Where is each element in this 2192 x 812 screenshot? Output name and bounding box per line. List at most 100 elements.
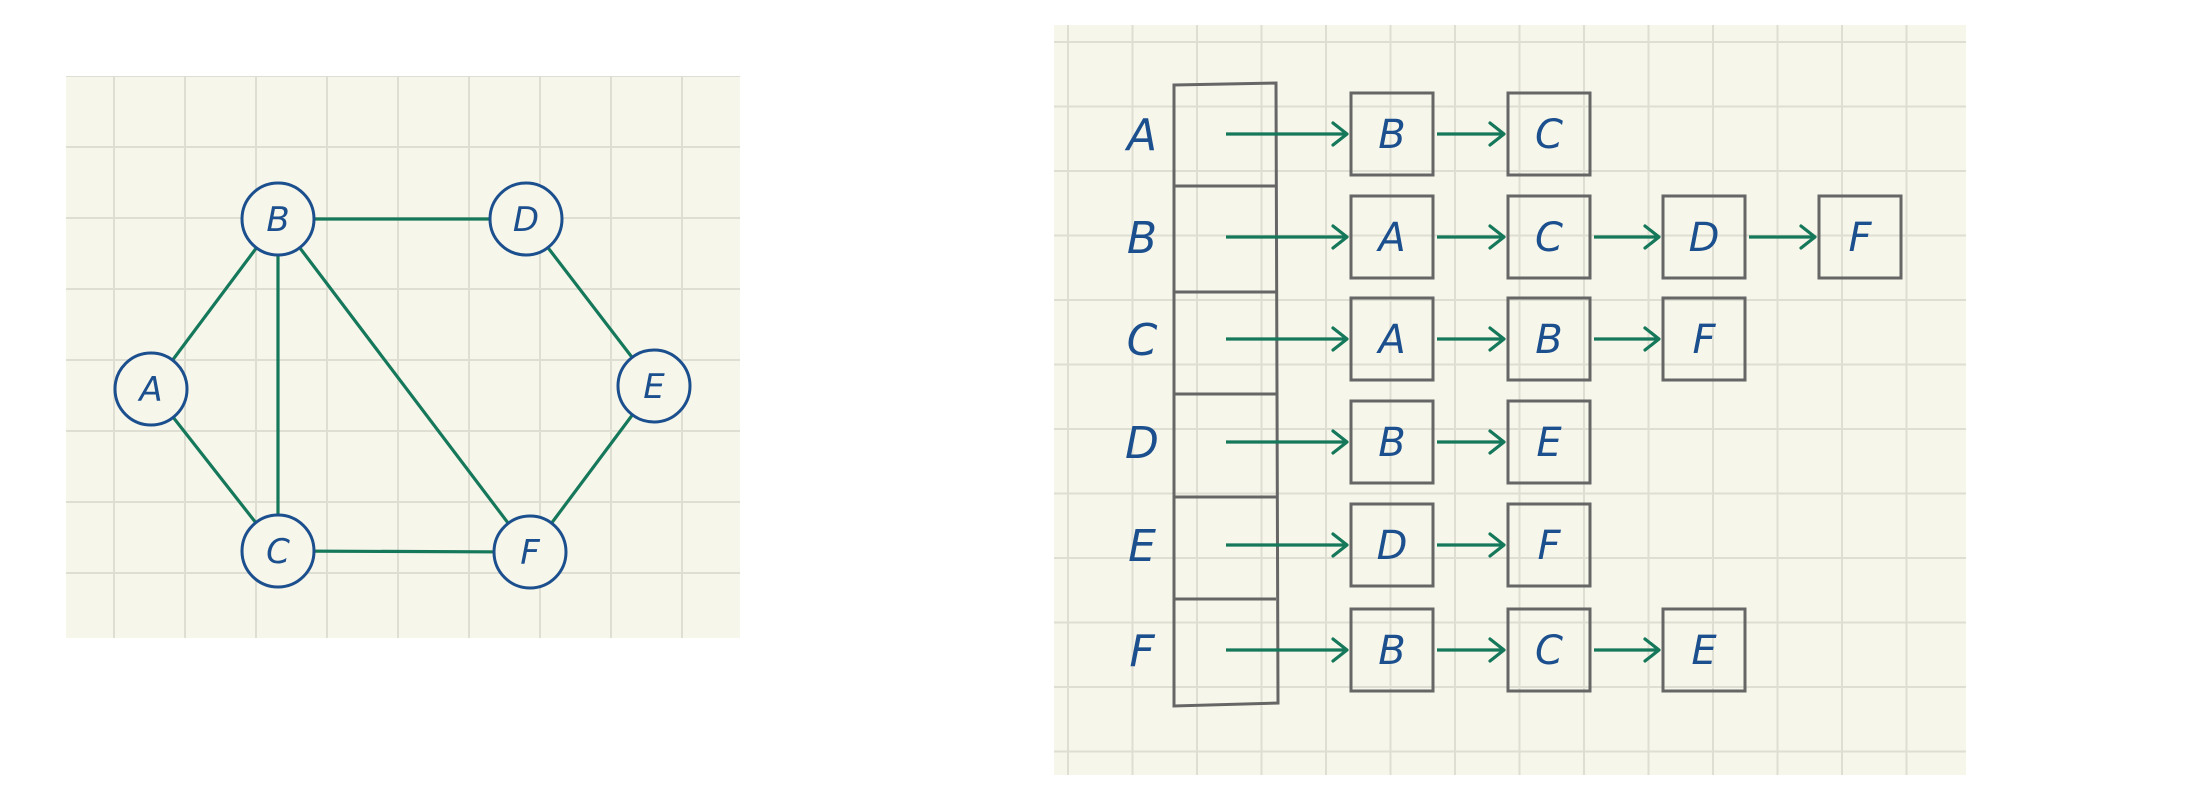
next-pointer-arrow: [1437, 326, 1506, 352]
list-node-label: B: [1378, 420, 1405, 466]
list-node-label: C: [1535, 215, 1563, 261]
next-pointer-arrow: [1749, 224, 1817, 250]
adjacency-row-A: A B C: [1124, 91, 1592, 177]
row-vertex-label: F: [1129, 626, 1155, 677]
list-node-box: [1506, 91, 1592, 177]
paper-background: [66, 76, 740, 638]
next-pointer-arrow: [1437, 224, 1506, 250]
neighbor-node-F: F: [1817, 194, 1903, 280]
neighbor-node-F: F: [1661, 296, 1747, 382]
node-label: D: [513, 200, 539, 240]
row-vertex-label: E: [1128, 521, 1156, 572]
head-array-outline: [1172, 81, 1280, 708]
list-node-label: E: [1536, 420, 1562, 466]
neighbor-node-A: A: [1349, 296, 1435, 382]
neighbor-node-C: C: [1506, 607, 1592, 693]
list-node-box: [1349, 194, 1435, 280]
list-node-label: C: [1535, 112, 1563, 158]
next-pointer-arrow: [1594, 326, 1661, 352]
node-D: D: [488, 181, 564, 257]
list-node-label: D: [1377, 523, 1408, 569]
list-node-box: [1661, 607, 1747, 693]
row-vertex-label: B: [1127, 213, 1157, 264]
next-pointer-arrow: [1437, 429, 1506, 455]
row-vertex-label: A: [1124, 110, 1157, 161]
row-vertex-label: D: [1125, 418, 1159, 469]
neighbor-node-D: D: [1661, 194, 1747, 280]
list-node-label: A: [1375, 317, 1405, 363]
node-label: F: [520, 533, 540, 573]
next-pointer-arrow: [1594, 224, 1661, 250]
list-node-box: [1661, 296, 1747, 382]
head-pointer-arrow: [1226, 637, 1349, 663]
list-node-box: [1349, 607, 1435, 693]
neighbor-node-A: A: [1349, 194, 1435, 280]
neighbor-node-B: B: [1349, 399, 1435, 485]
list-node-box: [1506, 607, 1592, 693]
list-node-box: [1817, 194, 1903, 280]
node-circle: [488, 181, 564, 257]
node-label: A: [137, 370, 162, 410]
list-node-box: [1661, 194, 1747, 280]
next-pointer-arrow: [1437, 532, 1506, 558]
node-circle: [240, 181, 316, 257]
neighbor-node-D: D: [1349, 502, 1435, 588]
neighbor-node-C: C: [1506, 91, 1592, 177]
node-A: A: [113, 351, 189, 427]
next-pointer-arrow: [1437, 637, 1506, 663]
node-E: E: [616, 348, 692, 424]
list-node-box: [1506, 502, 1592, 588]
neighbor-node-B: B: [1349, 91, 1435, 177]
list-node-box: [1506, 194, 1592, 280]
edge-B-F: [276, 218, 532, 553]
list-node-label: B: [1378, 112, 1405, 158]
list-node-label: A: [1375, 215, 1405, 261]
grid-lines: [1054, 25, 1966, 775]
head-pointer-arrow: [1226, 326, 1349, 352]
next-pointer-arrow: [1594, 637, 1661, 663]
graph-panel: A B C D E F: [66, 76, 740, 638]
node-B: B: [240, 181, 316, 257]
list-node-box: [1349, 399, 1435, 485]
head-pointer-arrow: [1226, 532, 1349, 558]
list-node-label: B: [1378, 628, 1405, 674]
list-node-box: [1349, 296, 1435, 382]
list-node-label: F: [1692, 317, 1716, 363]
node-circle: [492, 514, 568, 590]
list-node-label: F: [1848, 215, 1872, 261]
head-array: [1172, 81, 1280, 708]
node-circle: [113, 351, 189, 427]
list-node-label: D: [1689, 215, 1720, 261]
neighbor-node-B: B: [1349, 607, 1435, 693]
neighbor-node-B: B: [1506, 296, 1592, 382]
list-node-label: F: [1537, 523, 1561, 569]
node-F: F: [492, 514, 568, 590]
next-pointer-arrow: [1437, 121, 1506, 147]
neighbor-node-E: E: [1661, 607, 1747, 693]
list-node-box: [1349, 91, 1435, 177]
node-circle: [616, 348, 692, 424]
node-circle: [240, 513, 316, 589]
neighbor-node-F: F: [1506, 502, 1592, 588]
head-pointer-arrow: [1226, 429, 1349, 455]
node-label: C: [266, 532, 290, 572]
node-label: B: [266, 200, 289, 240]
row-vertex-label: C: [1127, 315, 1158, 366]
head-pointer-arrow: [1226, 224, 1349, 250]
list-node-label: C: [1535, 628, 1563, 674]
list-node-label: E: [1691, 628, 1717, 674]
node-C: C: [240, 513, 316, 589]
graph-diagram: A B C D E F: [66, 76, 740, 638]
list-node-box: [1506, 399, 1592, 485]
list-node-box: [1506, 296, 1592, 382]
list-node-box: [1349, 502, 1435, 588]
head-pointer-arrow: [1226, 121, 1349, 147]
neighbor-node-C: C: [1506, 194, 1592, 280]
